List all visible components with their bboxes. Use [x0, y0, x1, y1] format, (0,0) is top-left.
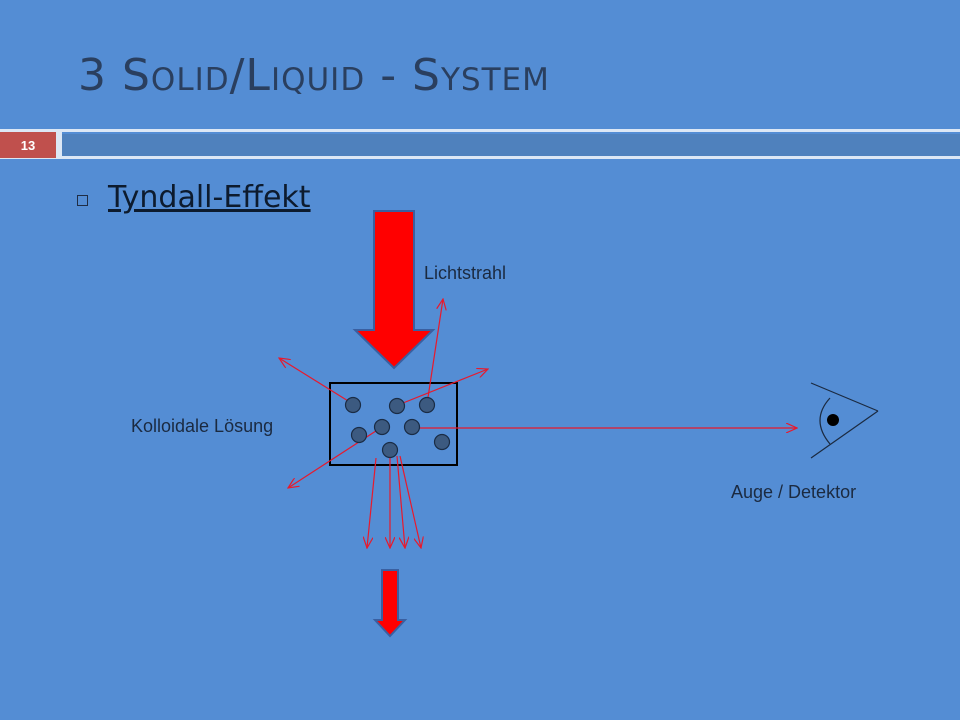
title-part: OLID [150, 62, 230, 98]
colloid-particle [433, 433, 451, 451]
label-eye-detector: Auge / Detektor [731, 482, 857, 502]
colloid-box [329, 382, 458, 466]
title-divider [0, 129, 960, 159]
scatter-ray [367, 457, 377, 548]
eye-icon [810, 382, 879, 459]
scatter-ray [396, 455, 405, 548]
title-part: 3 S [78, 50, 151, 101]
incoming-light-arrow [352, 210, 436, 370]
colloid-particle [373, 418, 391, 436]
title-part: IQUID [270, 62, 366, 98]
colloid-particle [381, 441, 399, 459]
bullet-square-icon [77, 195, 88, 206]
bullet-text: Tyndall-Effekt [108, 180, 311, 215]
label-light-beam: Lichtstrahl [424, 263, 507, 283]
page-number-gap [56, 132, 62, 158]
scatter-ray [288, 426, 383, 488]
scatter-ray [426, 299, 443, 405]
colloid-particle [344, 396, 362, 414]
scatter-ray [397, 369, 488, 406]
colloid-particle [403, 418, 421, 436]
page-number: 13 [0, 132, 56, 158]
transmitted-light-arrow [372, 569, 408, 638]
colloid-particle [350, 426, 368, 444]
title-part: /L [229, 50, 271, 101]
scatter-ray [279, 358, 354, 405]
label-colloid-solution: Kolloidale Lösung [131, 416, 274, 436]
title-part: YSTEM [440, 62, 550, 98]
colloid-particle [418, 396, 436, 414]
slide-title: 3 SOLID/LIQUID - SYSTEM [78, 50, 550, 101]
title-part: - S [365, 50, 441, 101]
scatter-ray [399, 455, 421, 548]
colloid-particle [388, 397, 406, 415]
